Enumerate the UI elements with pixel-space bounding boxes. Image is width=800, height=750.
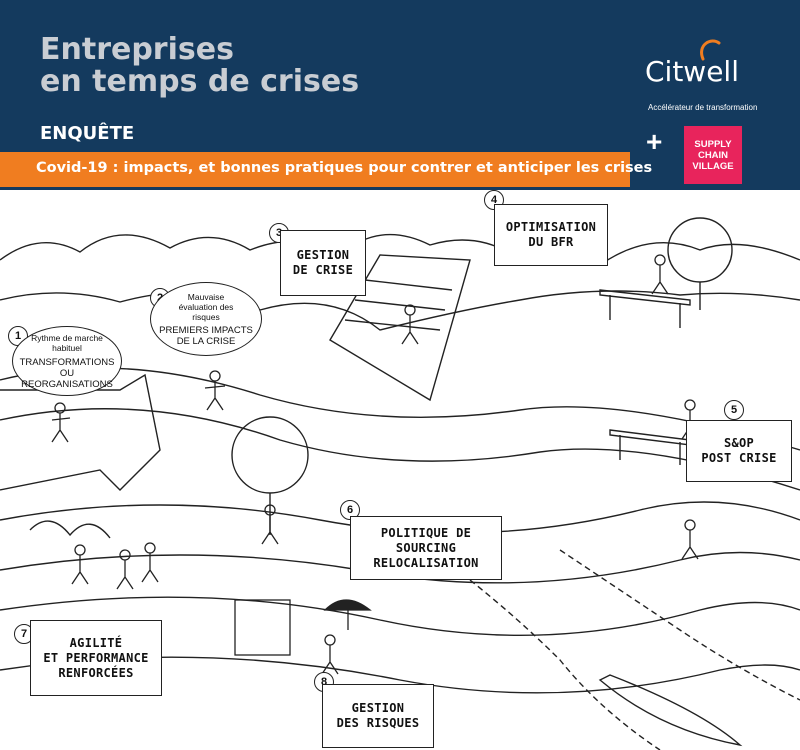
scv-line-2: CHAIN (697, 149, 729, 161)
step-5-line-2: POST CRISE (701, 451, 777, 465)
citwell-swoosh-icon (700, 39, 721, 61)
step-8-box: GESTION DES RISQUES (322, 684, 434, 748)
page-title: Entreprises en temps de crises (40, 34, 359, 98)
step-2-bubble: Mauvaise évaluation des risques PREMIERS… (150, 282, 262, 356)
step-7-number: 7 (14, 624, 34, 644)
title-line-2: en temps de crises (40, 64, 360, 99)
step-5-line-1: S&OP (723, 436, 755, 450)
step-5-box: S&OP POST CRISE (686, 420, 792, 482)
step-1-title: TRANSFORMATIONS OU REORGANISATIONS (19, 356, 115, 390)
step-4-box: OPTIMISATION DU BFR (494, 204, 608, 266)
illustration-scene: 1 Rythme de marche habituel TRANSFORMATI… (0, 190, 800, 750)
step-7-line-1: AGILITÉ (69, 635, 123, 650)
step-2-title: PREMIERS IMPACTS DE LA CRISE (159, 324, 253, 347)
scv-line-1: SUPPLY (694, 138, 732, 150)
step-6-box: POLITIQUE DE SOURCING RELOCALISATION (350, 516, 502, 580)
step-6-line-2: RELOCALISATION (373, 555, 479, 570)
step-7-line-2: ET PERFORMANCE (43, 650, 149, 665)
subtitle-bar: Covid-19 : impacts, et bonnes pratiques … (0, 152, 652, 187)
step-3-line-1: GESTION (296, 248, 350, 262)
citwell-tagline: Accélérateur de transformation (648, 103, 758, 112)
step-7-box: AGILITÉ ET PERFORMANCE RENFORCÉES (30, 620, 162, 696)
step-5-number: 5 (724, 400, 744, 420)
enquete-label: ENQUÊTE (40, 123, 135, 144)
step-4-line-2: DU BFR (528, 235, 574, 249)
plus-sign: + (646, 126, 663, 157)
step-8-line-1: GESTION (351, 701, 405, 715)
step-6-line-1: POLITIQUE DE SOURCING (380, 525, 472, 555)
scv-line-3: VILLAGE (692, 160, 734, 172)
step-1-subtitle: Rythme de marche habituel (31, 332, 103, 353)
step-3-line-2: DE CRISE (292, 263, 354, 277)
step-8-line-2: DES RISQUES (336, 716, 420, 730)
title-line-1: Entreprises (40, 32, 234, 67)
subtitle-text: Covid-19 : impacts, et bonnes pratiques … (36, 160, 653, 176)
step-2-subtitle: Mauvaise évaluation des risques (178, 291, 234, 322)
citwell-logo: Citwell Accélérateur de transformation (645, 35, 765, 115)
step-7-line-3: RENFORCÉES (58, 665, 134, 680)
step-1-bubble: Rythme de marche habituel TRANSFORMATION… (12, 326, 122, 396)
citwell-wordmark: Citwell (645, 55, 739, 88)
step-3-box: GESTION DE CRISE (280, 230, 366, 296)
step-4-line-1: OPTIMISATION (505, 220, 597, 234)
step-6-number: 6 (340, 500, 360, 520)
supply-chain-village-logo: SUPPLY CHAIN VILLAGE (684, 126, 742, 184)
